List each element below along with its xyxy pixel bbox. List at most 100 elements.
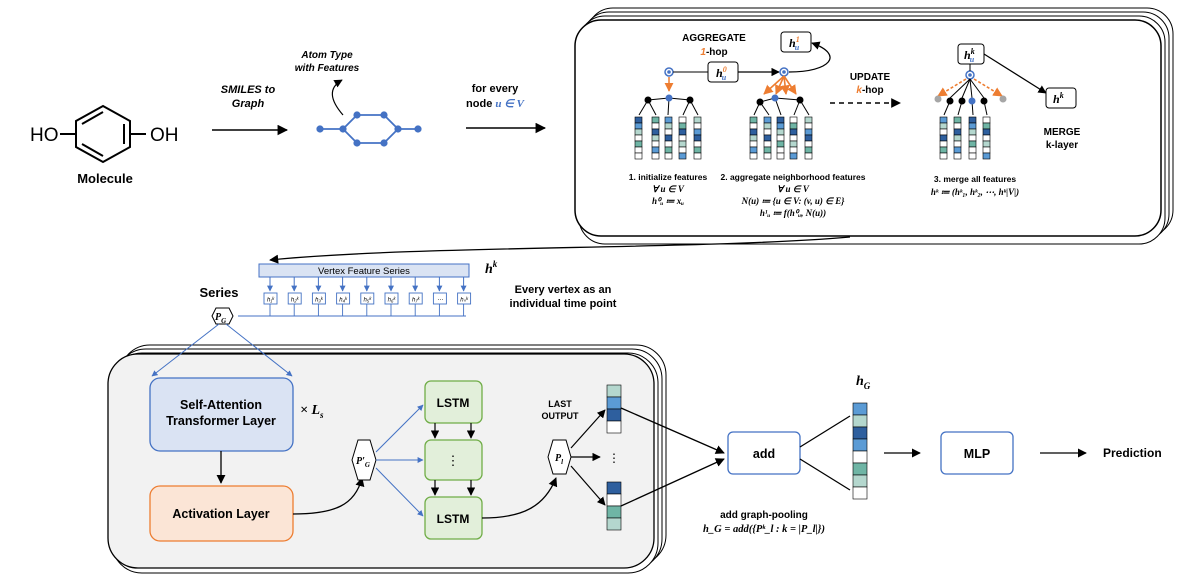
feature-cell: [763, 146, 772, 154]
step2-line4: h¹ᵤ ≔ f(h⁰ᵤ, N(u)): [760, 208, 826, 218]
feature-cell: [678, 152, 687, 160]
lstm-top-label: LSTM: [437, 396, 470, 410]
lstm-middle: [424, 439, 483, 481]
feature-cell: [852, 414, 868, 428]
step2-line3: N(u) ≔ {u ∈ V: (v, u) ∈ E}: [741, 196, 846, 206]
feature-cell: [939, 140, 948, 148]
feature-cell: [789, 152, 798, 160]
for-every-label: for every: [472, 83, 519, 95]
graph-node: [316, 125, 324, 133]
series-note-line2: individual time point: [510, 298, 617, 310]
series-note-line1: Every vertex as an: [515, 284, 612, 296]
gnn-panel: AGGREGATE 1-hop: [574, 7, 1174, 245]
feature-vector: [651, 116, 660, 160]
feature-cell: [606, 420, 622, 434]
feature-cell: [968, 128, 977, 136]
feature-cell: [634, 128, 643, 136]
feature-cell: [763, 116, 772, 124]
feature-cell: [804, 134, 813, 142]
hg-vector: [852, 402, 868, 500]
pg-prime-label: P′G: [356, 456, 370, 469]
series-cell: [360, 292, 375, 305]
step2-title: 2. aggregate neighborhood features: [721, 172, 866, 182]
for-every-node-arrow: for every node u ∈ V: [466, 83, 547, 134]
feature-cell: [606, 396, 622, 410]
feature-cell: [749, 140, 758, 148]
feature-cell: [982, 146, 991, 154]
feature-cell: [982, 152, 991, 160]
feature-vector: [693, 116, 702, 160]
series-label: Series: [199, 285, 238, 300]
feature-vector: [776, 116, 785, 160]
benzene-ring: [75, 104, 131, 164]
feature-vector: [664, 116, 673, 160]
lstm-top: [424, 380, 483, 424]
feature-cell: [606, 481, 622, 495]
feature-cell: [776, 122, 785, 130]
feature-cell: [678, 122, 687, 130]
feature-cell: [651, 140, 660, 148]
series-cell-label: h₇ᵏ: [412, 297, 420, 304]
feature-cell: [606, 517, 622, 531]
oh-group: OH: [150, 125, 179, 146]
feature-cell: [939, 122, 948, 130]
feature-cell: [804, 128, 813, 136]
feature-cell: [953, 146, 962, 154]
feature-cell: [953, 122, 962, 130]
ho-group: HO: [30, 125, 59, 146]
feature-cell: [693, 122, 702, 130]
graph-node: [394, 125, 402, 133]
molecular-graph: Atom Type with Features: [295, 50, 422, 147]
feature-cell: [664, 134, 673, 142]
aggregate-label: AGGREGATE: [682, 33, 746, 44]
step1-line2: ∀ u ∈ V: [652, 184, 685, 194]
feature-vector: [968, 116, 977, 160]
feature-vector: [953, 116, 962, 160]
feature-cell: [664, 152, 673, 160]
feature-vector: [982, 116, 991, 160]
feature-cell: [634, 122, 643, 130]
feature-vector: [678, 116, 687, 160]
feature-cell: [776, 140, 785, 148]
series-cell-label: h₃ᵏ: [315, 297, 324, 304]
feature-cell: [789, 116, 798, 124]
step3-title: 3. merge all features: [934, 174, 1016, 184]
graph-node: [353, 139, 361, 147]
feature-cell: [939, 146, 948, 154]
series-cell-label: h₆ᵏ: [388, 297, 397, 304]
attn-label-line1: Self-Attention: [180, 398, 262, 412]
feature-cell: [749, 134, 758, 142]
feature-cell: [678, 146, 687, 154]
node-u-label: node u ∈ V: [466, 98, 526, 110]
series-cell-label: h₄ᵏ: [339, 297, 348, 304]
feature-cell: [804, 146, 813, 154]
feature-cell: [664, 140, 673, 148]
feature-cell: [789, 146, 798, 154]
feature-cell: [634, 116, 643, 124]
feature-cell: [634, 146, 643, 154]
series-cell-label: ⋯: [437, 298, 443, 304]
feature-vector: [749, 116, 758, 160]
feature-cell: [678, 140, 687, 148]
series-cell: [384, 292, 399, 305]
feature-cell: [749, 146, 758, 154]
feature-vector: [763, 116, 772, 160]
feature-cell: [606, 384, 622, 398]
feature-cell: [953, 140, 962, 148]
feature-cell: [852, 438, 868, 452]
h-k-box: [1045, 87, 1077, 109]
output-dots: ⋮: [608, 451, 620, 465]
feature-cell: [852, 474, 868, 488]
feature-vector: [634, 116, 643, 160]
pg-node: [211, 307, 234, 325]
feature-cell: [804, 140, 813, 148]
smiles-label-line1: SMILES to: [221, 84, 276, 96]
feature-cell: [763, 140, 772, 148]
graph-node: [380, 139, 388, 147]
feature-cell: [982, 116, 991, 124]
feature-cell: [763, 122, 772, 130]
vfs-bar: [258, 263, 470, 278]
